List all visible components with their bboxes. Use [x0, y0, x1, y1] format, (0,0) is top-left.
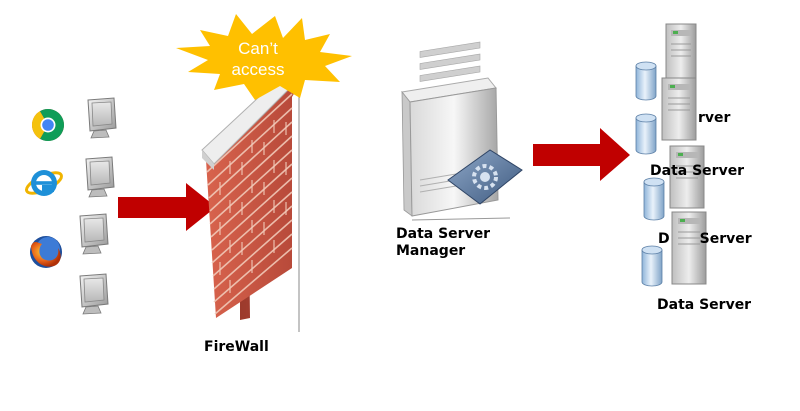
server-label-3-text: Server: [699, 231, 752, 247]
client-monitor-icon: [87, 97, 117, 139]
data-server-manager-label: Data Server Manager: [396, 226, 490, 260]
ie-icon: [25, 170, 63, 196]
server-label-1: rver: [660, 110, 730, 126]
client-monitor-icon: [79, 273, 109, 315]
server-label-2: Data Server: [650, 163, 745, 179]
data-server-icon: [641, 211, 707, 287]
client-monitor-icon: [79, 213, 109, 255]
cant-access-burst-icon: [176, 14, 352, 100]
client-monitor-icon: [85, 156, 115, 198]
data-server-icon: [635, 77, 697, 155]
chrome-icon: [32, 109, 65, 142]
data-server-manager-icon: [401, 41, 523, 221]
arrow-clients-to-firewall: [118, 183, 216, 231]
manager-label-line2: Manager: [396, 243, 466, 259]
firefox-icon: [30, 236, 62, 268]
firewall-icon: [201, 69, 301, 332]
data-server-icon: [635, 23, 697, 101]
arrow-manager-to-servers: [533, 128, 630, 181]
firewall-label: FireWall: [204, 339, 269, 355]
cant-access-line1: Can’t: [238, 39, 278, 58]
server-label-1-text: rver: [698, 110, 731, 126]
cant-access-line2: access: [231, 60, 285, 79]
data-server-icon: [643, 145, 705, 221]
server-label-4: Data Server: [657, 297, 752, 313]
manager-label-line1: Data Server: [396, 226, 491, 242]
cant-access-label: Can’t access: [226, 38, 290, 80]
